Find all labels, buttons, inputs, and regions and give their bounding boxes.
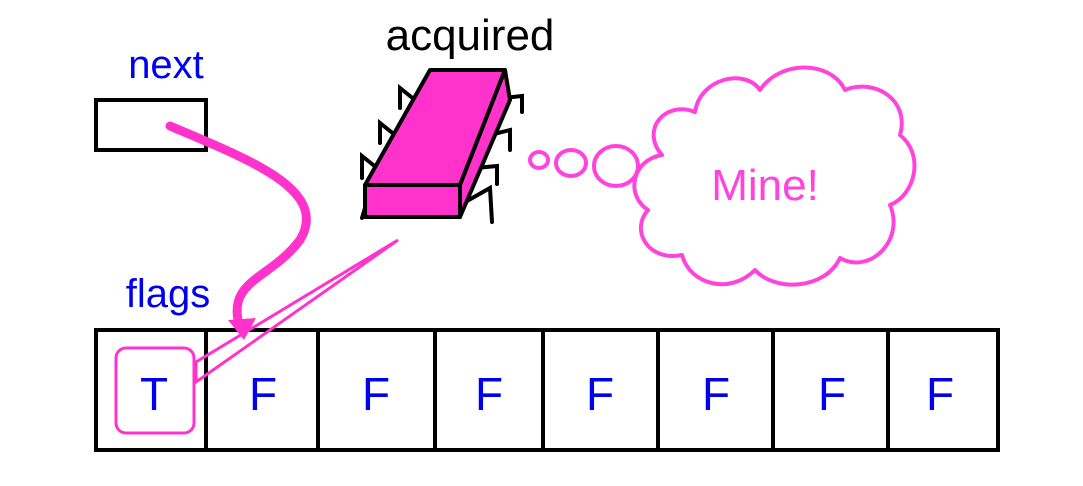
flag-value: F [249, 368, 277, 420]
flags-label: flags [126, 272, 211, 316]
flag-value: F [586, 368, 614, 420]
next-label: next [128, 43, 204, 87]
flag-value: F [818, 368, 846, 420]
flag-value: T [140, 368, 168, 420]
flag-value: F [702, 368, 730, 420]
flag-value: F [362, 368, 390, 420]
thought-text: Mine! [711, 161, 819, 210]
flag-value: F [475, 368, 503, 420]
chip-callout-pointer [194, 238, 399, 385]
flag-cell [886, 328, 1000, 452]
chip-icon [360, 68, 524, 224]
thought-bubble-trail [528, 144, 640, 188]
flags-array: T F F F F F F F [94, 328, 1000, 452]
next-pointer-box [94, 98, 208, 152]
acquired-flag-highlight [114, 346, 196, 435]
acquired-label: acquired [386, 11, 555, 60]
thought-cloud-icon [632, 65, 917, 287]
flag-value: F [926, 368, 954, 420]
next-arrow [165, 121, 311, 340]
